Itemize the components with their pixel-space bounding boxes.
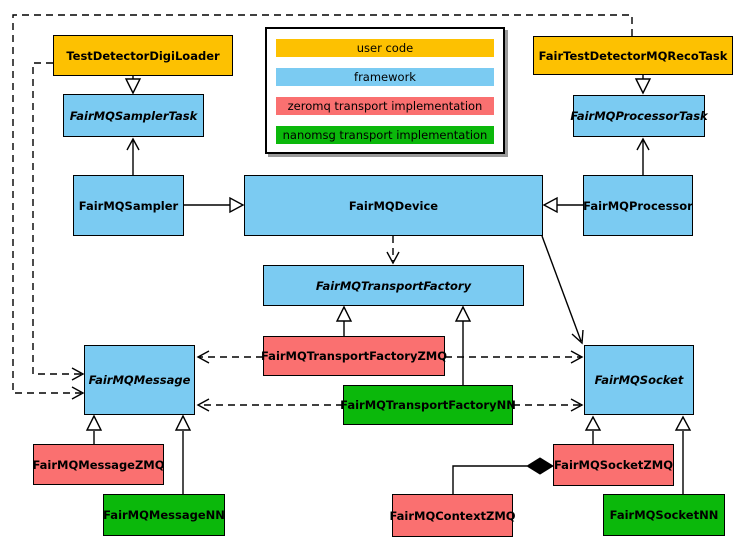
open-arrowhead [386,251,400,265]
node-fairmqsamplertask: FairMQSamplerTask [63,94,204,137]
open-arrowhead [571,329,584,345]
node-fairmqtransportfactorynn: FairMQTransportFactoryNN [340,385,516,425]
composition-diamond [526,457,554,475]
open-arrowhead [570,398,584,412]
node-fairmqtransportfactory: FairMQTransportFactory [263,265,524,306]
open-arrowhead [71,386,85,400]
inheritance-triangle [454,305,472,322]
node-fairmqsocket: FairMQSocket [584,345,694,415]
node-fairmqsampler: FairMQSampler [73,175,184,236]
legend-item-nanomsg: nanomsg transport implementation [276,126,494,144]
node-fairmqprocessor: FairMQProcessor [583,175,693,236]
inheritance-triangle [674,415,692,431]
inheritance-triangle [174,414,192,431]
open-arrowhead [196,350,210,364]
open-arrowhead [71,367,85,381]
node-fairmqtransportfactoryzmq: FairMQTransportFactoryZMQ [261,336,447,376]
inheritance-triangle [229,196,245,214]
inheritance-triangle [85,414,103,431]
legend: user code framework zeromq transport imp… [265,27,505,154]
open-arrowhead [126,137,140,151]
node-fairmqmessagezmq: FairMQMessageZMQ [32,444,165,485]
edge-contextzmq-to-socketzmq [452,465,527,494]
node-fairmqmessage: FairMQMessage [84,345,195,415]
node-fairmqsocketzmq: FairMQSocketZMQ [553,444,674,486]
legend-item-user-code: user code [276,39,494,57]
node-fairmqmessagenn: FairMQMessageNN [103,494,225,536]
node-fairtestdetectormqrecotask: FairTestDetectorMQRecoTask [533,36,733,75]
node-fairmqdevice: FairMQDevice [244,175,543,236]
edge-device-to-socket [541,235,582,342]
node-testdetectordigiloader: TestDetectorDigiLoader [53,35,233,76]
inheritance-triangle [124,78,142,95]
inheritance-triangle [584,415,602,431]
open-arrowhead [570,350,584,364]
open-arrowhead [636,137,650,151]
inheritance-triangle [335,305,353,322]
inheritance-triangle [634,78,652,95]
open-arrowhead [196,398,210,412]
node-fairmqcontextzmq: FairMQContextZMQ [389,494,516,537]
node-fairmqsocketnn: FairMQSocketNN [603,494,725,536]
legend-item-zeromq: zeromq transport implementation [276,97,494,115]
legend-item-framework: framework [276,68,494,86]
inheritance-triangle [542,196,558,214]
node-fairmqprocessortask: FairMQProcessorTask [570,95,708,137]
